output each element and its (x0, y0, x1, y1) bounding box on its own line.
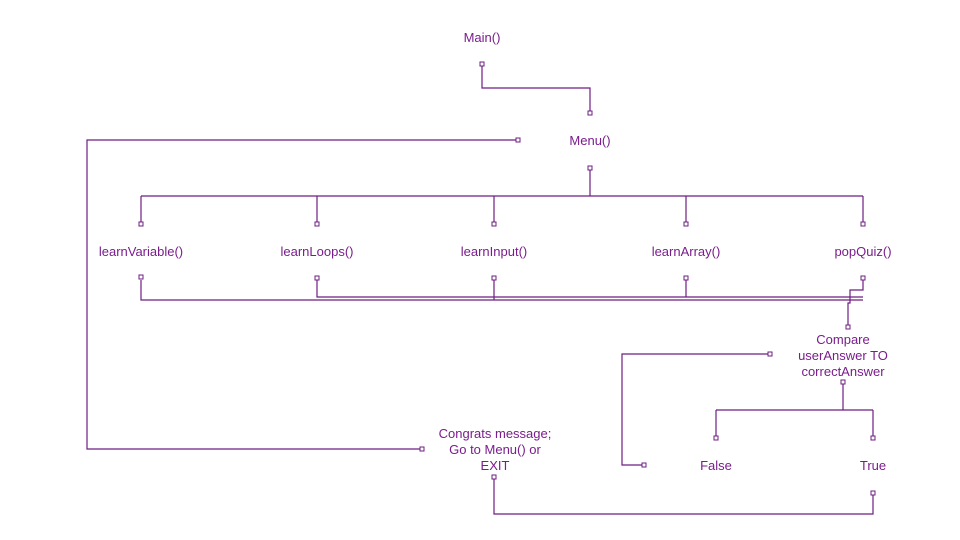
node-congrats-line-3: EXIT (480, 458, 510, 473)
node-learn-loops-label: learnLoops() (280, 244, 354, 259)
port-learnvariable-bottom (138, 274, 144, 280)
connector-learnvariable-return (140, 280, 863, 301)
node-learn-array-label: learnArray() (651, 244, 721, 259)
node-false-label: False (700, 458, 732, 473)
node-true: True (843, 458, 903, 474)
connector-true-congrats (493, 479, 874, 515)
node-learn-variable: learnVariable() (81, 244, 201, 260)
port-popquiz-bottom (860, 275, 866, 281)
port-compare-top (845, 324, 851, 330)
port-popquiz-top (860, 221, 866, 227)
port-compare-left (767, 351, 773, 357)
connector-false-loop (621, 353, 770, 466)
port-learnarray-top (683, 221, 689, 227)
port-learninput-bottom (491, 275, 497, 281)
port-congrats-bottom (491, 474, 497, 480)
node-compare: Compare userAnswer TO correctAnswer (778, 332, 908, 380)
connector-main-menu (481, 66, 591, 111)
node-pop-quiz: popQuiz() (803, 244, 923, 260)
node-learn-loops: learnLoops() (257, 244, 377, 260)
port-true-bottom (870, 490, 876, 496)
port-menu-top (587, 110, 593, 116)
node-menu: Menu() (550, 133, 630, 149)
node-congrats: Congrats message; Go to Menu() or EXIT (425, 426, 565, 474)
port-false-top (713, 435, 719, 441)
port-main-bottom (479, 61, 485, 67)
port-congrats-left (419, 446, 425, 452)
port-compare-bottom (840, 379, 846, 385)
node-main-label: Main() (463, 30, 501, 45)
node-pop-quiz-label: popQuiz() (834, 244, 892, 259)
port-learnloops-top (314, 221, 320, 227)
port-menu-bottom (587, 165, 593, 171)
node-true-label: True (859, 458, 887, 473)
node-congrats-line-2: Go to Menu() or (449, 442, 541, 457)
port-learninput-top (491, 221, 497, 227)
port-learnloops-bottom (314, 275, 320, 281)
node-learn-array: learnArray() (626, 244, 746, 260)
connector-congrats-menu (86, 139, 516, 450)
connector-popquiz-compare (847, 280, 864, 325)
node-compare-line-1: Compare (816, 332, 870, 347)
port-true-top (870, 435, 876, 441)
port-learnarray-bottom (683, 275, 689, 281)
node-compare-line-2: userAnswer TO (798, 348, 888, 363)
port-learnvariable-top (138, 221, 144, 227)
node-congrats-line-1: Congrats message; (438, 426, 552, 441)
port-menu-left (515, 137, 521, 143)
node-learn-input-label: learnInput() (460, 244, 528, 259)
node-learn-input: learnInput() (434, 244, 554, 260)
node-menu-label: Menu() (569, 133, 611, 148)
port-false-left (641, 462, 647, 468)
node-compare-line-3: correctAnswer (801, 364, 885, 379)
node-false: False (686, 458, 746, 474)
connector-learnloops-return (316, 280, 863, 298)
node-learn-variable-label: learnVariable() (98, 244, 184, 259)
node-main: Main() (442, 30, 522, 46)
